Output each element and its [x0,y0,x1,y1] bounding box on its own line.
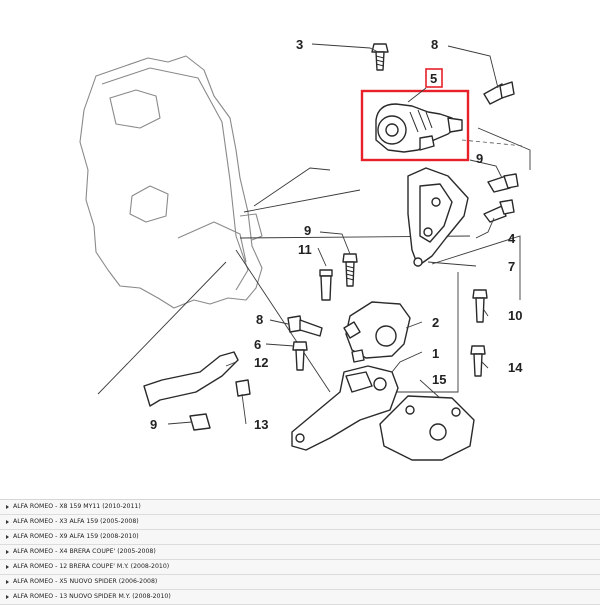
model-item[interactable]: ALFA ROMEO - 13 NUOVO SPIDER M.Y. (2008-… [0,590,600,605]
part-8-bolt-lower[interactable] [287,315,323,337]
part-12-strap[interactable] [143,351,239,407]
callout-13: 13 [254,417,268,432]
callout-5: 5 [430,71,437,86]
part-9-bolt-right[interactable] [487,173,519,193]
triangle-right-icon [6,535,9,539]
part-13-bolt[interactable] [235,379,251,397]
part-10-bolt[interactable] [472,289,488,323]
triangle-right-icon [6,550,9,554]
assembly-lines [97,127,531,395]
model-item[interactable]: ALFA ROMEO - X3 ALFA 159 (2005-2008) [0,515,600,530]
model-item[interactable]: ALFA ROMEO - 12 BRERA COUPE' M.Y. (2008-… [0,560,600,575]
model-item-label: ALFA ROMEO - X9 ALFA 159 (2008-2010) [13,533,139,540]
callout-7: 7 [508,259,515,274]
model-item[interactable]: ALFA ROMEO - X8 159 MY11 (2010-2011) [0,500,600,515]
part-7-bracket[interactable] [407,167,469,267]
triangle-right-icon [6,565,9,569]
model-item[interactable]: ALFA ROMEO - X9 ALFA 159 (2008-2010) [0,530,600,545]
callout-leaders [167,43,503,425]
model-item-label: ALFA ROMEO - X4 BRERA COUPE' (2005-2008) [13,548,156,555]
part-8-bolt-upper[interactable] [483,81,515,105]
triangle-right-icon [6,580,9,584]
part-14-bolt[interactable] [470,345,486,377]
part-6-bolt[interactable] [292,341,308,371]
part-5-engine-mount[interactable] [360,89,470,162]
callout-12: 12 [254,355,268,370]
callout-8: 8 [431,37,438,52]
part-9-stud-mid[interactable] [342,253,358,287]
callout-10: 10 [508,308,522,323]
part-1-lower-arm[interactable] [291,365,399,451]
part-9-bolt-lower[interactable] [189,413,211,431]
callout-3: 3 [296,37,303,52]
triangle-right-icon [6,505,9,509]
callout-9: 9 [150,417,157,432]
model-item-label: ALFA ROMEO - X5 NUOVO SPIDER (2006-2008) [13,578,158,585]
callout-labels: 3 8 5 9 4 7 9 11 2 8 10 6 1 12 14 15 9 1… [150,37,523,432]
part-3-bolt[interactable] [371,43,389,71]
part-2-mount[interactable] [343,301,411,363]
callout-1: 1 [432,346,439,361]
callout-9: 9 [304,223,311,238]
callout-11: 11 [298,242,312,257]
callout-14: 14 [508,360,523,375]
callout-4: 4 [508,231,516,246]
triangle-right-icon [6,520,9,524]
callout-8: 8 [256,312,263,327]
model-item[interactable]: ALFA ROMEO - X4 BRERA COUPE' (2005-2008) [0,545,600,560]
model-item[interactable]: ALFA ROMEO - X5 NUOVO SPIDER (2006-2008) [0,575,600,590]
model-item-label: ALFA ROMEO - X8 159 MY11 (2010-2011) [13,503,141,510]
engine-outline [79,55,263,309]
part-4-bolt[interactable] [483,199,515,223]
callout-2: 2 [432,315,439,330]
callout-15: 15 [432,372,446,387]
model-item-label: ALFA ROMEO - 13 NUOVO SPIDER M.Y. (2008-… [13,593,171,600]
compatible-models-list: ALFA ROMEO - X8 159 MY11 (2010-2011) ALF… [0,499,600,605]
parts-diagram: 3 8 5 9 4 7 9 11 2 8 10 6 1 12 14 15 9 1… [79,37,531,461]
model-item-label: ALFA ROMEO - 12 BRERA COUPE' M.Y. (2008-… [13,563,170,570]
part-15-support[interactable] [379,395,475,461]
model-item-label: ALFA ROMEO - X3 ALFA 159 (2005-2008) [13,518,139,525]
part-11-pin[interactable] [319,269,333,301]
callout-6: 6 [254,337,261,352]
triangle-right-icon [6,595,9,599]
callout-9: 9 [476,151,483,166]
